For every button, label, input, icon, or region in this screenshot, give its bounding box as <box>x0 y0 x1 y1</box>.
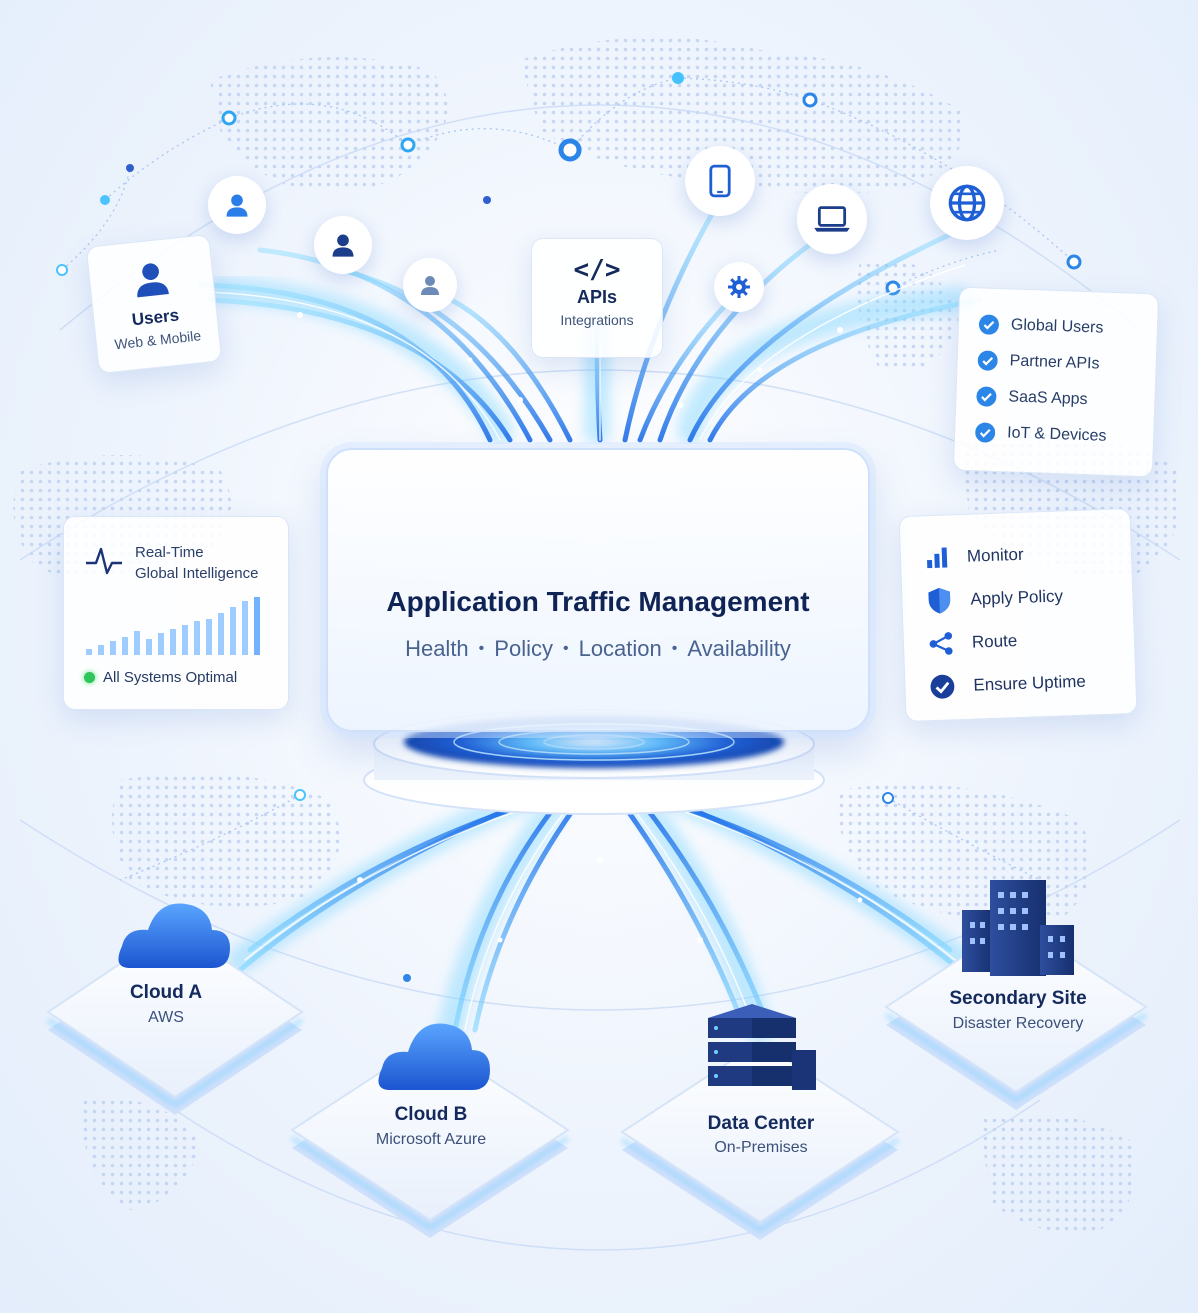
checklist-label: Partner APIs <box>1009 352 1100 373</box>
cloud-b-subtitle: Microsoft Azure <box>375 1131 487 1148</box>
central-title: Application Traffic Management <box>386 586 810 617</box>
shield-icon <box>928 587 951 614</box>
user-icon <box>208 176 266 234</box>
secondary-site-subtitle: Disaster Recovery <box>952 1015 1084 1032</box>
globe-icon <box>930 166 1004 240</box>
user-icon <box>314 216 372 274</box>
checklist-item: SaaS Apps <box>976 378 1155 420</box>
pillar-separator: • <box>671 640 678 657</box>
apis-title: APIs <box>576 287 618 307</box>
process-step: Ensure Uptime <box>929 658 1136 708</box>
apis-subtitle: Integrations <box>560 312 634 328</box>
central-traffic-manager-panel: Application Traffic Management Health • Po… <box>326 448 870 732</box>
check-circle-icon <box>930 674 955 699</box>
status-text: All Systems Optimal <box>103 669 238 686</box>
pillar-label: Policy <box>494 636 553 661</box>
check-icon <box>976 386 997 407</box>
cloud-a-icon <box>118 903 230 968</box>
buildings-icon <box>962 880 1074 976</box>
cloud-a-title: Cloud A <box>129 982 203 1003</box>
users-source-card: Users Web & Mobile <box>85 233 223 375</box>
pillar-separator: • <box>562 640 569 657</box>
pulse-icon <box>86 547 122 575</box>
process-step: Monitor <box>924 529 1131 579</box>
central-pillars: Health • Policy • Location • Availability <box>328 636 868 662</box>
process-step-label: Monitor <box>966 544 1024 566</box>
phone-icon <box>685 146 755 216</box>
intelligence-card: Real-Time Global Intelligence All System… <box>63 516 289 710</box>
user-icon <box>403 258 457 312</box>
intelligence-title-line2: Global Intelligence <box>135 565 259 582</box>
cloud-b-title: Cloud B <box>394 1104 468 1125</box>
pillar-label: Health <box>405 636 469 661</box>
bar-chart-icon <box>927 546 948 568</box>
checklist-label: Global Users <box>1010 316 1104 337</box>
signal-bars-graphic <box>86 597 260 655</box>
process-step-label: Ensure Uptime <box>973 671 1087 695</box>
data-center-title: Data Center <box>707 1113 815 1134</box>
secondary-site-title: Secondary Site <box>949 988 1087 1009</box>
check-icon <box>977 350 998 371</box>
code-icon: </> <box>573 255 621 285</box>
server-stack-icon <box>708 1004 816 1090</box>
intelligence-title-line1: Real-Time <box>135 544 204 561</box>
data-center-subtitle: On-Premises <box>714 1139 808 1156</box>
cloud-b-icon <box>378 1023 490 1090</box>
pillar-label: Availability <box>687 636 791 661</box>
status-dot <box>84 672 95 683</box>
cloud-a-subtitle: AWS <box>148 1009 184 1026</box>
process-step-label: Apply Policy <box>970 585 1064 609</box>
apis-source-card: </> APIs Integrations <box>531 238 663 358</box>
checklist-item: IoT & Devices <box>975 414 1154 456</box>
check-icon <box>975 422 996 443</box>
users-icon <box>89 253 215 311</box>
checklist-item: Partner APIs <box>977 342 1156 384</box>
checklist-item: Global Users <box>978 306 1157 348</box>
checklist-label: IoT & Devices <box>1006 424 1107 445</box>
laptop-icon <box>797 184 867 254</box>
share-icon <box>929 631 953 655</box>
process-step-label: Route <box>971 630 1018 652</box>
process-step: Apply Policy <box>926 572 1133 622</box>
process-step: Route <box>927 615 1134 665</box>
source-checklist-card: Global Users Partner APIs SaaS Apps IoT … <box>952 286 1160 478</box>
process-steps-card: Monitor Apply Policy Route Ensure Uptime <box>898 508 1138 722</box>
check-icon <box>978 314 999 335</box>
checklist-label: SaaS Apps <box>1008 388 1088 409</box>
pillar-label: Location <box>578 636 662 661</box>
system-status: All Systems Optimal <box>84 669 237 686</box>
pillar-separator: • <box>478 640 485 657</box>
gear-icon <box>714 262 764 312</box>
